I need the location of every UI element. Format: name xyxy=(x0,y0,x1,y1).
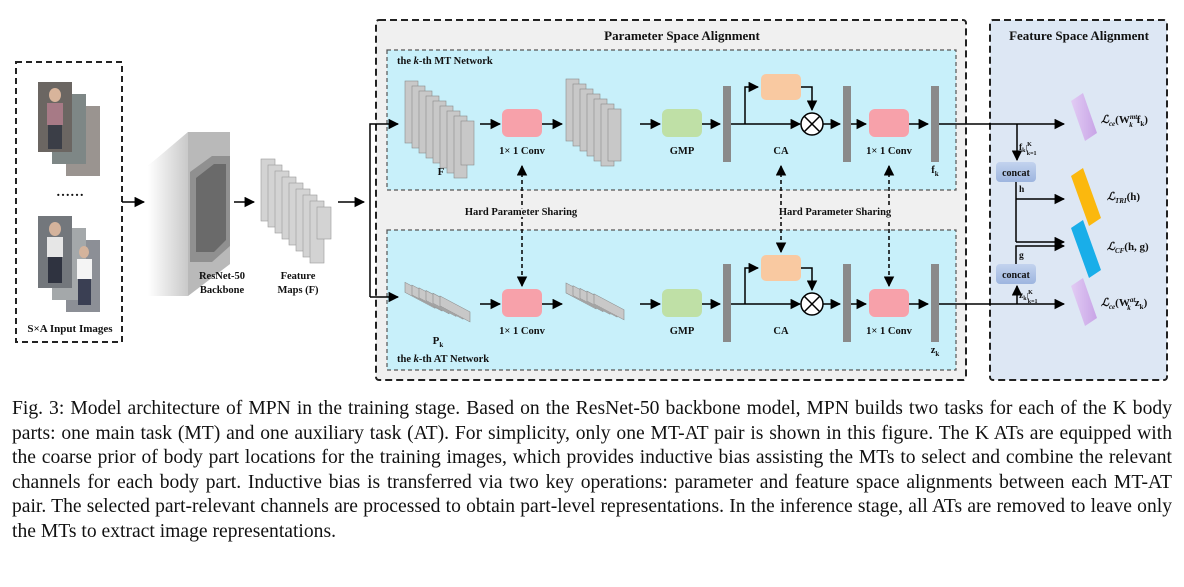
mt-conv2-block xyxy=(869,109,909,137)
mt-feature-stack-F xyxy=(404,80,475,179)
mt-fk-label: fk xyxy=(931,165,939,178)
at-ca-vector xyxy=(843,264,851,342)
architecture-diagram: Parameter Space Alignment Feature Space … xyxy=(15,19,1168,381)
mt-conv2-label: 1× 1 Conv xyxy=(866,146,912,157)
at-gmp-block xyxy=(662,289,702,317)
at-gmp-label: GMP xyxy=(670,326,695,337)
figure-caption: Fig. 3: Model architecture of MPN in the… xyxy=(12,398,1172,542)
mt-gmp-label: GMP xyxy=(670,146,695,157)
at-feature-stack-2 xyxy=(565,282,625,321)
arrow-at-ca-mult xyxy=(801,267,818,292)
arrow-mt-ca-mult xyxy=(801,86,818,112)
at-conv1-label: 1× 1 Conv xyxy=(499,326,545,337)
arrow-split-mt xyxy=(369,118,400,297)
g-label: g xyxy=(1019,251,1024,261)
mt-feature-stack-2 xyxy=(565,78,622,167)
mt-conv1-label: 1× 1 Conv xyxy=(499,146,545,157)
input-images-label: S×A Input Images xyxy=(27,323,113,335)
psa-title: Parameter Space Alignment xyxy=(604,28,760,43)
backbone-label-1: ResNet-50 xyxy=(199,271,245,282)
input-ellipsis: …… xyxy=(56,185,84,200)
at-gmp-vector xyxy=(723,264,731,342)
mt-output-fk-vector xyxy=(931,86,939,162)
concat-bottom-block xyxy=(996,264,1036,284)
concat-top-label: concat xyxy=(1002,168,1030,179)
mt-ca-block xyxy=(761,74,801,100)
concat-top-block xyxy=(996,162,1036,182)
input-image-stack-bottom xyxy=(38,216,100,312)
arrow-g-cf xyxy=(1015,240,1066,264)
at-multiply-icon xyxy=(800,292,824,316)
at-network-label: the k-th AT Network xyxy=(397,354,489,365)
loss-tri-label: ℒTRI(h) xyxy=(1107,191,1140,205)
mt-F-label: F xyxy=(438,166,445,178)
mt-ca-vector xyxy=(843,86,851,162)
feature-maps-stack xyxy=(260,158,332,264)
at-conv1-block xyxy=(502,289,542,317)
mt-multiply-icon xyxy=(800,112,824,136)
at-conv2-label: 1× 1 Conv xyxy=(866,326,912,337)
mt-ca-label: CA xyxy=(773,146,789,157)
at-conv2-block xyxy=(869,289,909,317)
at-ca-label: CA xyxy=(773,326,789,337)
at-zk-label: zk xyxy=(931,345,940,358)
loss-tri-block xyxy=(1071,168,1101,226)
feature-maps-label-2: Maps (F) xyxy=(277,285,319,296)
resnet-backbone-block xyxy=(148,132,230,296)
loss-cf-block xyxy=(1071,220,1101,278)
feature-space-alignment-box xyxy=(989,19,1168,381)
at-Pk-label: Pk xyxy=(433,335,444,349)
backbone-label-2: Backbone xyxy=(200,285,245,296)
feature-maps-label-1: Feature xyxy=(281,271,316,282)
loss-ce-mt-block xyxy=(1071,93,1097,141)
fsa-title: Feature Space Alignment xyxy=(1009,28,1150,43)
mt-conv1-block xyxy=(502,109,542,137)
sharing-label-left: Hard Parameter Sharing xyxy=(465,207,578,218)
arrow-at-vec-ca xyxy=(744,262,760,304)
sharing-label-right: Hard Parameter Sharing xyxy=(779,207,892,218)
arrow-mt-vec-ca xyxy=(744,81,760,124)
concat-bottom-label: concat xyxy=(1002,270,1030,281)
loss-ce-at-block xyxy=(1071,278,1097,326)
at-feature-stack-Pk xyxy=(404,281,471,323)
mt-gmp-block xyxy=(662,109,702,137)
mt-network-label: the k-th MT Network xyxy=(397,56,493,67)
loss-cf-label: ℒCF(h, g) xyxy=(1107,241,1149,255)
at-ca-block xyxy=(761,255,801,281)
h-label: h xyxy=(1019,185,1025,195)
at-output-zk-vector xyxy=(931,264,939,342)
mt-gmp-vector xyxy=(723,86,731,162)
input-image-stack-top xyxy=(38,82,100,176)
